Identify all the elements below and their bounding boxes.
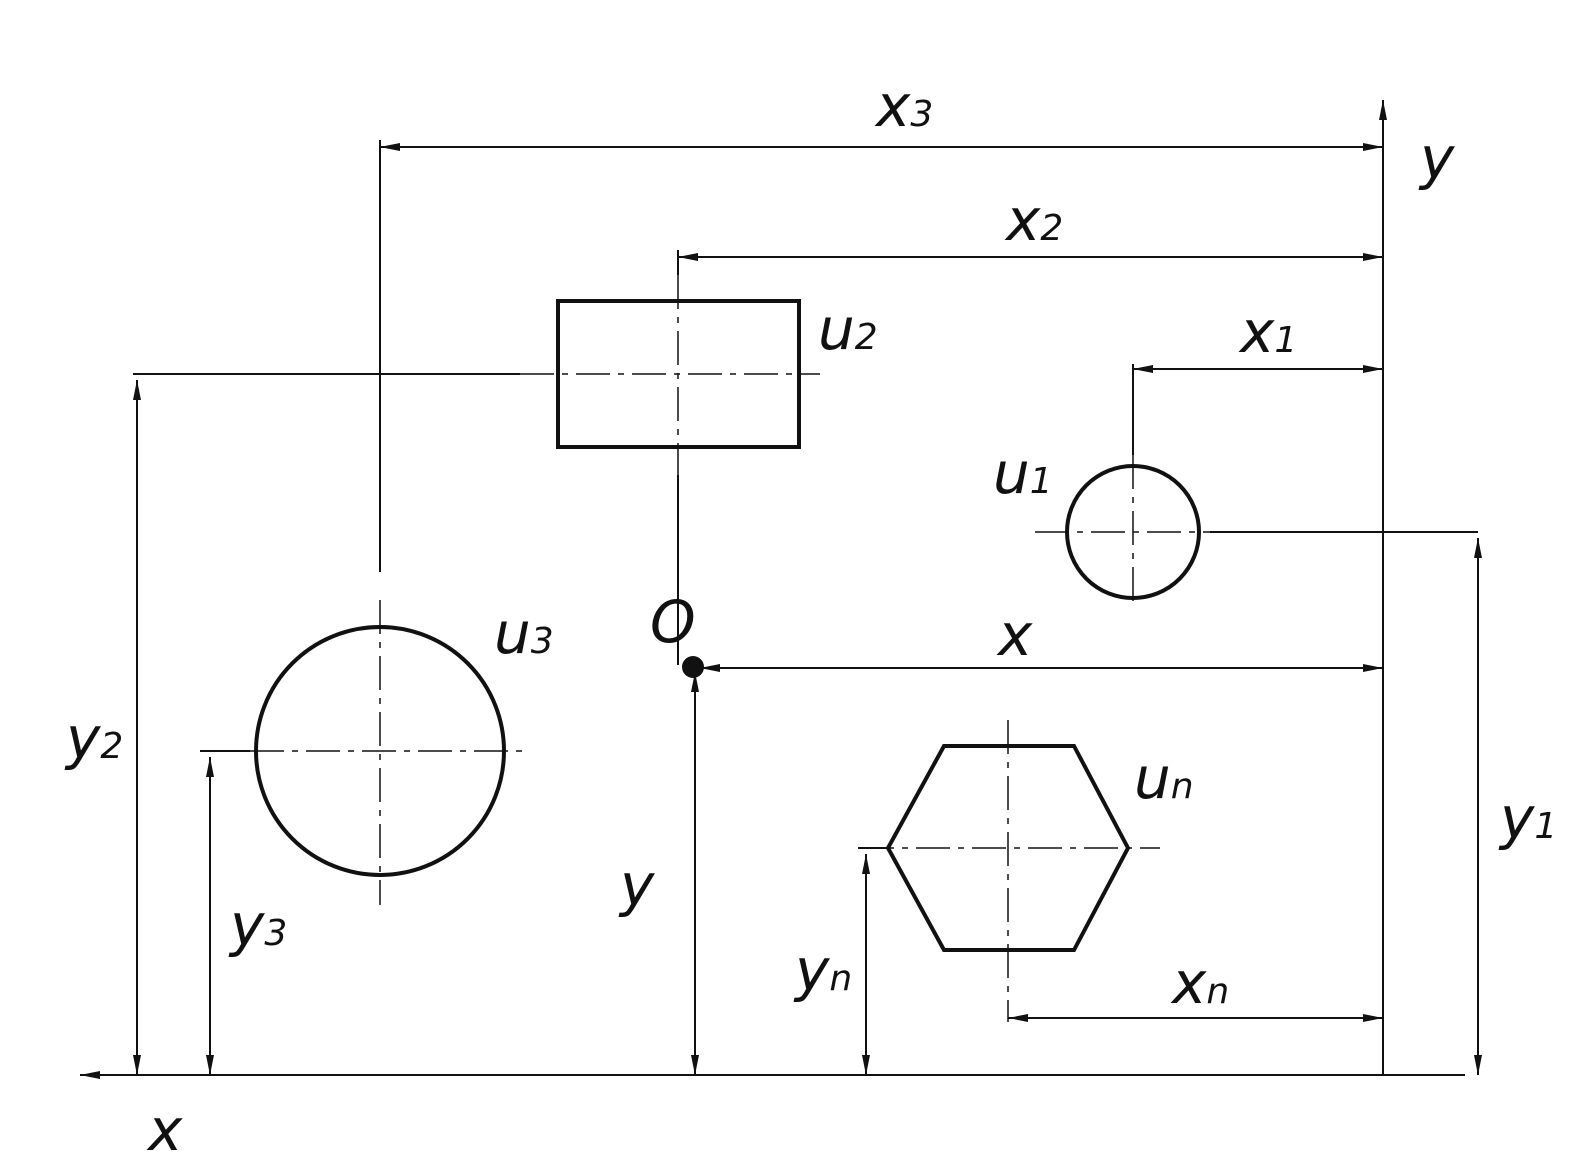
label-xn: xn xyxy=(1170,949,1229,1017)
label-y-axis: y xyxy=(1418,124,1455,192)
label-origin: O xyxy=(650,588,696,656)
label-x2: x2 xyxy=(1004,186,1063,254)
label-x-o: x xyxy=(996,601,1033,669)
label-yn: yn xyxy=(793,936,852,1004)
label-y3: y3 xyxy=(228,891,287,959)
label-x3: x3 xyxy=(874,72,933,140)
label-u3: u3 xyxy=(494,599,554,667)
label-y-o: y xyxy=(618,851,655,919)
label-y1: y1 xyxy=(1498,784,1557,852)
label-un: un xyxy=(1134,744,1194,812)
origin-point xyxy=(682,656,704,678)
label-u2: u2 xyxy=(818,295,878,363)
label-x1: x1 xyxy=(1238,298,1297,366)
label-y2: y2 xyxy=(64,704,123,772)
label-u1: u1 xyxy=(993,439,1053,507)
label-x-axis: x xyxy=(146,1096,183,1164)
